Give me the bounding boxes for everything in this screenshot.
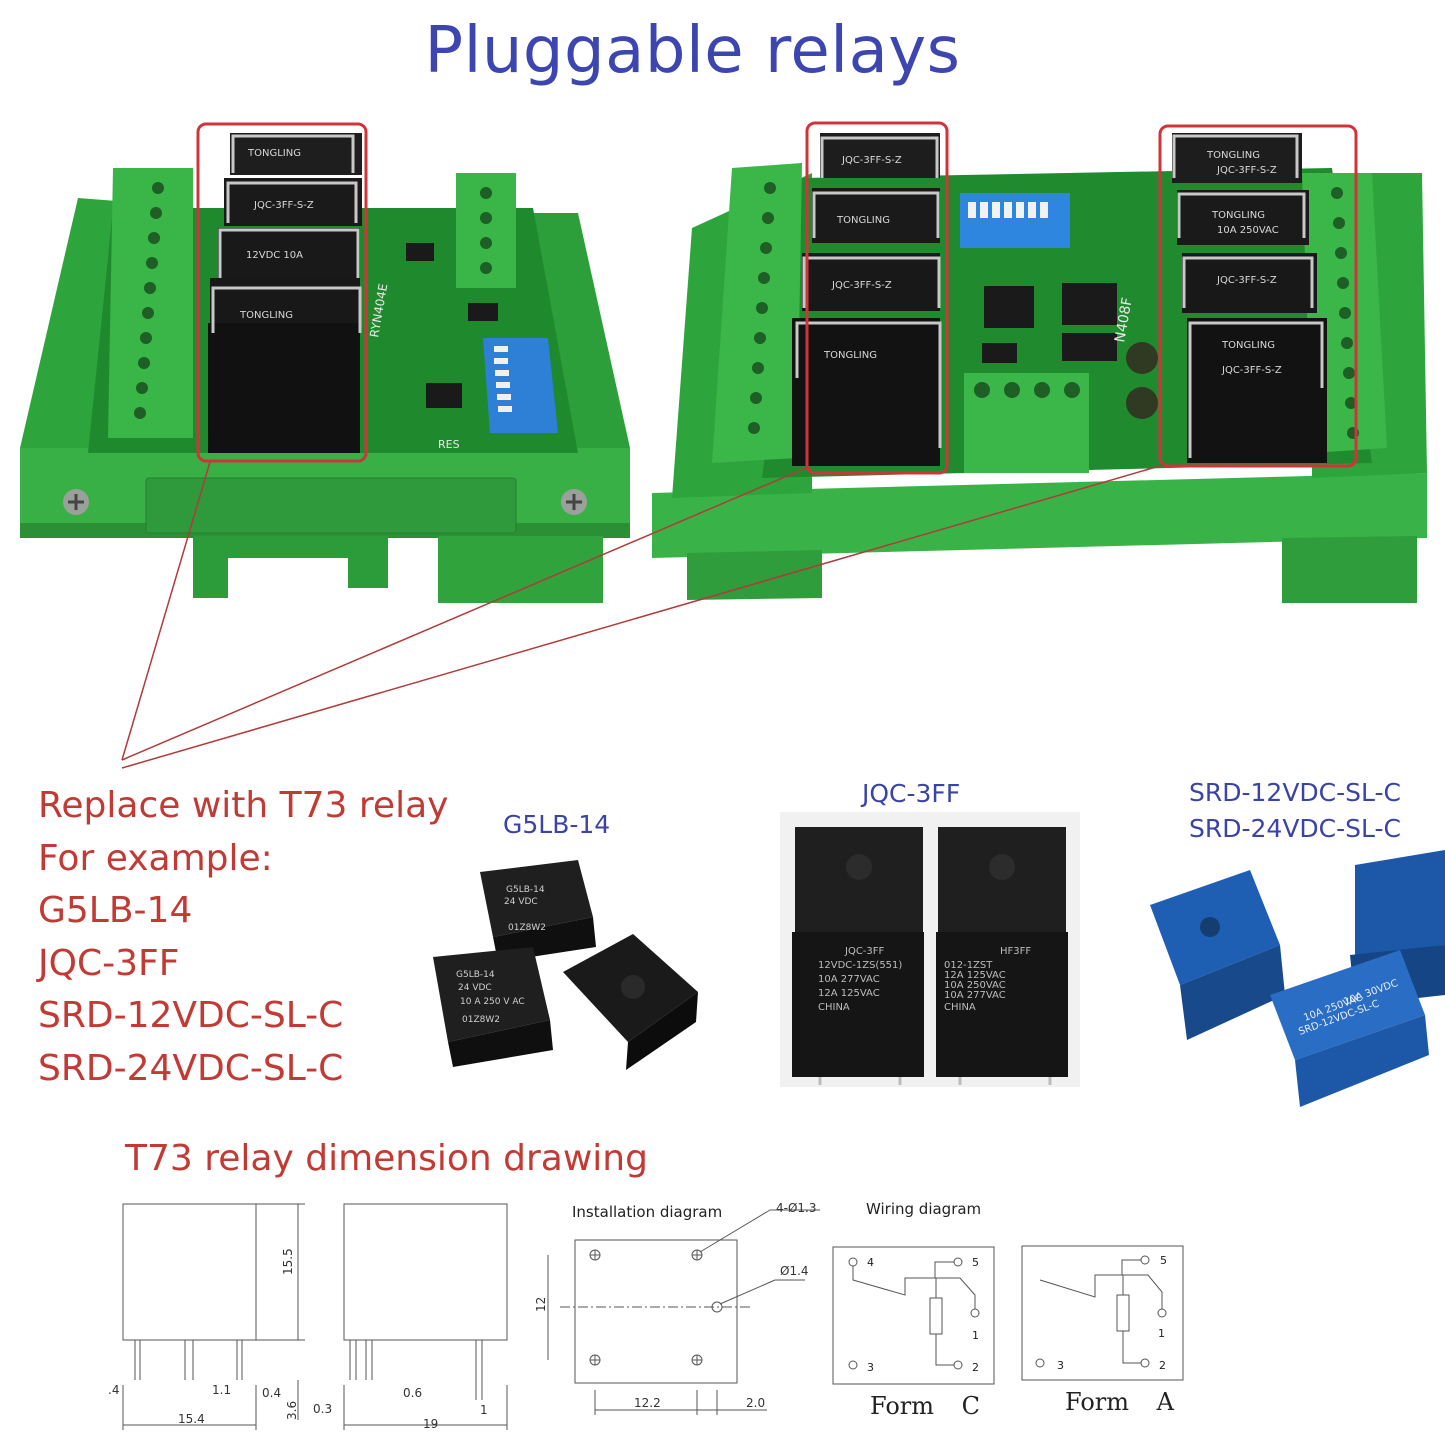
svg-text:RES: RES bbox=[438, 438, 460, 451]
replace-line: G5LB-14 bbox=[38, 890, 193, 931]
svg-text:TONGLING: TONGLING bbox=[823, 350, 877, 361]
g5lb-print: G5LB-14 bbox=[456, 970, 495, 980]
replace-line: For example: bbox=[38, 837, 273, 879]
page-title: Pluggable relays bbox=[424, 14, 961, 88]
jqc-print: 12A 125VAC bbox=[944, 970, 1006, 981]
dim-side-width: 19 bbox=[423, 1417, 438, 1431]
srd-caption-line: SRD-12VDC-SL-C bbox=[1189, 778, 1401, 807]
installation-label: Installation diagram bbox=[572, 1203, 723, 1221]
svg-text:TONGLING: TONGLING bbox=[1221, 340, 1275, 351]
svg-text:JQC-3FF-S-Z: JQC-3FF-S-Z bbox=[831, 280, 892, 291]
wiring-pin-a: 1 bbox=[1158, 1327, 1165, 1340]
dim-front-pinlen: 3.6 bbox=[285, 1401, 299, 1420]
dim-inst-w2: 2.0 bbox=[746, 1396, 765, 1410]
svg-text:JQC-3FF-S-Z: JQC-3FF-S-Z bbox=[841, 155, 902, 166]
jqc-print: CHINA bbox=[818, 1002, 850, 1013]
jqc-print: HF3FF bbox=[1000, 946, 1031, 957]
replace-line: SRD-24VDC-SL-C bbox=[38, 1047, 344, 1089]
svg-text:TONGLING: TONGLING bbox=[247, 148, 301, 159]
dim-inst-w: 12.2 bbox=[634, 1396, 661, 1410]
dim-front-h: 15.5 bbox=[281, 1248, 295, 1275]
dim-holes: 4-Ø1.3 bbox=[776, 1201, 817, 1215]
g5lb-print: 01Z8W2 bbox=[508, 923, 546, 933]
srd-relay-photo: SRD-12VDC-SL-C 10A 250VAC 10A 30VDC bbox=[1150, 850, 1445, 1107]
svg-text:TONGLING: TONGLING bbox=[1206, 150, 1260, 161]
wiring-pin-a: 2 bbox=[1159, 1359, 1166, 1372]
jqc-print: 10A 277VAC bbox=[944, 990, 1006, 1001]
jqc-print: 12VDC-1ZS(551) bbox=[818, 960, 902, 971]
dim-side-pin: 0.6 bbox=[403, 1386, 422, 1400]
dim-front-gap: 1.1 bbox=[212, 1383, 231, 1397]
g5lb-print: G5LB-14 bbox=[506, 885, 545, 895]
g5lb-relay-photo: G5LB-14 24 VDC 01Z8W2 G5LB-14 24 VDC 10 … bbox=[433, 860, 698, 1070]
dim-front-pinw: .4 bbox=[108, 1383, 119, 1397]
svg-text:N408F: N408F bbox=[1112, 296, 1136, 343]
right-relay-board-photo: N408F JQC-3FF-S-Z TONGLING JQC-3FF-S-Z TONG… bbox=[652, 121, 1427, 603]
srd-caption-line: SRD-24VDC-SL-C bbox=[1189, 814, 1401, 843]
wiring-pin: 2 bbox=[972, 1361, 979, 1374]
replace-line: Replace with T73 relay bbox=[38, 785, 449, 826]
replace-note: Replace with T73 relay For example: G5LB… bbox=[38, 780, 448, 1095]
form-a-label: Form A bbox=[1065, 1388, 1175, 1416]
jqc-print: CHINA bbox=[944, 1002, 976, 1013]
g5lb-print: 01Z8W2 bbox=[462, 1015, 500, 1025]
wiring-label: Wiring diagram bbox=[866, 1200, 982, 1218]
jqc-caption: JQC-3FF bbox=[862, 779, 961, 808]
jqc-print: 10A 277VAC bbox=[818, 974, 880, 985]
form-c-label: Form C bbox=[870, 1392, 980, 1420]
wiring-pin: 4 bbox=[867, 1256, 874, 1269]
svg-text:12VDC 10A: 12VDC 10A bbox=[246, 250, 303, 261]
g5lb-print: 10 A 250 V AC bbox=[460, 997, 525, 1007]
dim-inst-h: 12 bbox=[534, 1297, 548, 1312]
dim-front-pinw2: 0.4 bbox=[262, 1386, 281, 1400]
jqc-print: JQC-3FF bbox=[844, 946, 885, 957]
jqc-print: 012-1ZST bbox=[944, 960, 993, 971]
pointer-lines bbox=[121, 461, 1164, 769]
dim-front-width: 15.4 bbox=[178, 1412, 205, 1426]
replace-line: SRD-12VDC-SL-C bbox=[38, 995, 344, 1036]
replace-line: JQC-3FF bbox=[38, 942, 180, 984]
svg-text:10A 250VAC: 10A 250VAC bbox=[1217, 225, 1279, 236]
dim-side-end: 1 bbox=[480, 1403, 488, 1417]
dimension-drawing: 15.5 .4 1.1 0.4 3.6 15.4 0.3 0.6 19 1 4-… bbox=[108, 1201, 1184, 1431]
svg-text:JQC-3FF-S-Z: JQC-3FF-S-Z bbox=[1216, 165, 1277, 176]
wiring-pin-a: 3 bbox=[1057, 1359, 1064, 1372]
srd-caption: SRD-12VDC-SL-C SRD-24VDC-SL-C bbox=[1189, 775, 1401, 847]
wiring-pin: 1 bbox=[972, 1329, 979, 1342]
wiring-pin-a: 5 bbox=[1160, 1254, 1167, 1267]
svg-text:JQC-3FF-S-Z: JQC-3FF-S-Z bbox=[253, 200, 314, 211]
dimension-title: T73 relay dimension drawing bbox=[125, 1138, 648, 1179]
svg-text:JQC-3FF-S-Z: JQC-3FF-S-Z bbox=[1221, 365, 1282, 376]
svg-text:JQC-3FF-S-Z: JQC-3FF-S-Z bbox=[1216, 275, 1277, 286]
dim-hole2: Ø1.4 bbox=[780, 1264, 809, 1278]
g5lb-print: 24 VDC bbox=[504, 897, 538, 907]
jqc-relay-photo: JQC-3FF 12VDC-1ZS(551) 10A 277VAC 12A 12… bbox=[780, 812, 1080, 1087]
wiring-pin: 3 bbox=[867, 1361, 874, 1374]
g5lb-print: 24 VDC bbox=[458, 983, 492, 993]
g5lb-caption: G5LB-14 bbox=[503, 810, 611, 839]
dim-side-off: 0.3 bbox=[313, 1402, 332, 1416]
svg-text:TONGLING: TONGLING bbox=[1211, 210, 1265, 221]
jqc-print: 12A 125VAC bbox=[818, 988, 880, 999]
svg-text:TONGLING: TONGLING bbox=[239, 310, 293, 321]
wiring-pin: 5 bbox=[972, 1256, 979, 1269]
jqc-print: 10A 250VAC bbox=[944, 980, 1006, 991]
svg-text:TONGLING: TONGLING bbox=[836, 215, 890, 226]
